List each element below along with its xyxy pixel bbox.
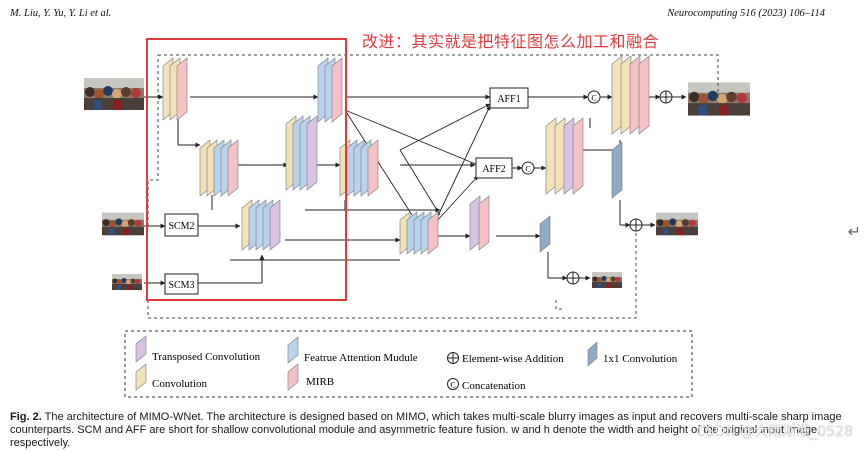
annotation-note: 改进：其实就是把特征图怎么加工和融合 [362, 32, 660, 51]
scm2-box [164, 213, 199, 237]
legend-concat-icon [447, 378, 459, 390]
highlight-box [146, 38, 347, 301]
legend-transposed-conv: Transposed Convolution [152, 351, 261, 363]
output-head-1-block-2 [620, 55, 632, 135]
input-image-half [102, 212, 144, 236]
output-head-1-block-4 [638, 55, 650, 135]
caption-text: The architecture of MIMO-WNet. The archi… [10, 411, 842, 449]
legend-conv: Convolution [152, 378, 208, 390]
legend-one-by-one: 1x1 Convolution [603, 353, 678, 365]
up-path-2-block-3 [563, 117, 575, 195]
encoder-level3-block-5 [269, 199, 281, 251]
up-path-2-block-1 [545, 117, 557, 195]
output-head-1-block-3 [629, 55, 641, 135]
input-image-full [84, 78, 144, 110]
legend-addition: Element-wise Addition [462, 353, 564, 365]
up-path-3-block-2 [478, 195, 490, 251]
watermark: CSDN @大雨淅淅_0528 [696, 424, 853, 440]
encoder-level2-block-5 [227, 139, 239, 197]
up-path-2-block-2 [554, 117, 566, 195]
legend-attention: Featrue Attention Mudule [304, 352, 418, 364]
legend-concat-mark: C [450, 381, 455, 390]
output-image-half [656, 212, 698, 236]
input-image-quarter [112, 274, 142, 290]
header-journal: Neurocomputing 516 (2023) 106–114 [667, 8, 825, 19]
legend-swatch-one-by-one [587, 341, 598, 367]
concat-symbol-2 [521, 161, 535, 175]
scm3-box [164, 273, 199, 295]
legend-swatch-transposed-conv [135, 335, 147, 363]
legend-swatch-attention [287, 336, 299, 364]
legend-swatch-mirb [287, 363, 299, 391]
caption-label: Fig. 2. [10, 411, 42, 423]
output-image-quarter [592, 272, 622, 288]
architecture-diagram: SCM2 SCM3 AFF1 AFF2 C C Transposed Convo… [84, 38, 750, 398]
encoder-level1-block-3 [176, 57, 188, 121]
decoder-level3-block-5 [427, 211, 439, 255]
scm2-label: SCM2 [168, 221, 194, 232]
figure-caption: Fig. 2. The architecture of MIMO-WNet. T… [10, 411, 845, 450]
legend-mirb: MIRB [306, 376, 334, 388]
decoder-level2-up-block-4 [306, 115, 318, 191]
output-image-full [688, 82, 750, 116]
header-authors: M. Liu, Y. Yu, Y. Li et al. [10, 8, 112, 19]
scm3-label: SCM3 [168, 280, 194, 291]
decoder-level1-a-block-3 [331, 57, 343, 123]
aff1-label: AFF1 [497, 94, 520, 105]
decoder-level1-b-block-5 [367, 139, 379, 197]
up-path-2-block-4 [572, 117, 584, 195]
one-by-one-conv-1-block-1 [611, 141, 623, 199]
concat-mark-2: C [525, 165, 530, 174]
output-head-1-block-1 [611, 55, 623, 135]
concat-symbol-1 [587, 90, 601, 104]
aff1-box [489, 87, 529, 109]
legend-box [124, 330, 693, 398]
concat-mark-1: C [591, 94, 596, 103]
legend-swatch-conv [135, 363, 147, 391]
legend-concatenation: Concatenation [462, 380, 526, 392]
return-mark-icon: ↵ [847, 222, 861, 241]
up-path-3-block-1 [469, 195, 481, 251]
aff2-box [475, 157, 513, 179]
one-by-one-conv-2-block-1 [539, 215, 551, 253]
aff2-label: AFF2 [482, 164, 505, 175]
